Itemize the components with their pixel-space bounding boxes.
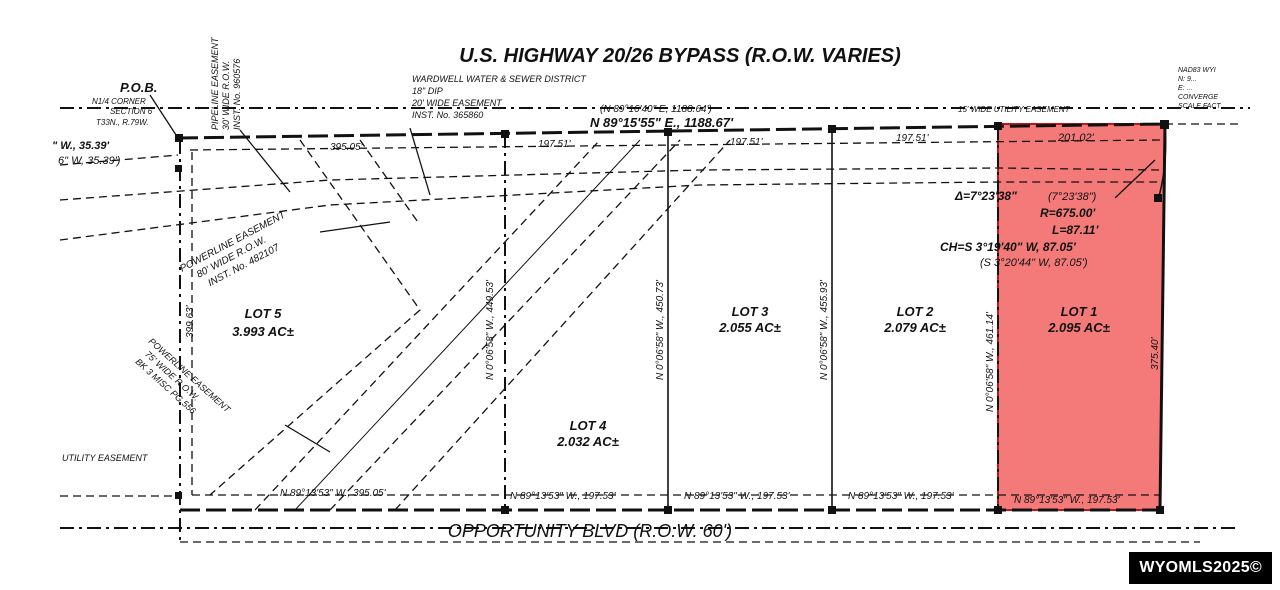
top-bearing: N 89°15'55" E., 1188.67'	[590, 115, 734, 130]
water-line3: 20' WIDE EASEMENT	[411, 98, 503, 108]
powerline-easement-2a	[254, 139, 601, 511]
curve-arc	[1157, 123, 1167, 201]
pob-leader	[149, 94, 179, 139]
dim-vertical-1: N 0°06'58" W., 449.53'	[485, 279, 496, 380]
pob-line3: T33N., R.79W.	[96, 118, 149, 127]
water-line4: INST. No. 365860	[412, 110, 483, 120]
water-line2: 18" DIP	[412, 86, 443, 96]
water-line1: WARDWELL WATER & SEWER DISTRICT	[412, 74, 587, 84]
pipeline-easement-label: PIPELINE EASEMENT 30' WIDE R.O.W. INST. …	[210, 36, 242, 130]
pob-label: P.O.B.	[120, 80, 157, 95]
dim-bottom-lot3: N 89°13'53" W., 197.53'	[684, 491, 791, 502]
east-boundary	[1158, 123, 1167, 511]
curve-radius: R=675.00'	[1040, 206, 1096, 220]
dim-vertical-3: N 0°06'58" W., 455.93'	[819, 279, 830, 380]
dim-bottom-lot1: N 89°13'53" W., 197.53'	[1014, 495, 1121, 506]
lot2-area: 2.079 AC±	[883, 320, 946, 335]
dim-west: 399.63'	[185, 304, 196, 338]
lot3-area: 2.055 AC±	[718, 320, 781, 335]
dim-bottom-lot4: N 89°13'53" W., 197.53'	[510, 491, 617, 502]
powerline2-leader	[284, 424, 331, 453]
powerline-centerline	[294, 139, 641, 511]
powerline1-leader	[319, 221, 391, 233]
corner-markers	[175, 120, 1169, 514]
dim-bottom-lot5: N 89°13'53" W., 395.05'	[280, 488, 387, 499]
lot1-name: LOT 1	[1061, 304, 1098, 319]
nad-line1: NAD83 WYI	[1178, 67, 1216, 74]
pipeline-line-1	[59, 167, 1161, 201]
utility-easement-line	[189, 139, 1161, 151]
pipeline-line-2	[59, 181, 1160, 241]
pob-line2: SECTION 6	[110, 107, 153, 116]
pipeline-leader	[239, 129, 291, 193]
dim-top-lot2: 197.51'	[896, 133, 930, 144]
utility-easement-top: 15' WIDE UTILITY EASEMENT	[958, 105, 1071, 114]
left-ext-1	[59, 154, 179, 166]
lot3-name: LOT 3	[732, 304, 770, 319]
powerline-easement-1b	[359, 139, 421, 226]
dim-top-lot3: 197.51'	[730, 137, 764, 148]
left-bearing-2: 6" W, 35.39')	[58, 155, 121, 167]
powerline-easement-1	[209, 139, 421, 496]
dim-east: 375.40'	[1150, 336, 1161, 370]
utility-easement-left: UTILITY EASEMENT	[62, 453, 149, 463]
powerline-easement-2c	[394, 139, 731, 511]
lot2-name: LOT 2	[897, 304, 935, 319]
curve-length: L=87.11'	[1052, 223, 1099, 237]
highway-title: U.S. HIGHWAY 20/26 BYPASS (R.O.W. VARIES…	[459, 45, 901, 67]
dim-top-lot4: 197.51'	[538, 139, 572, 150]
top-bearing-record: (N 89°16'40" E, 1188.64')	[600, 104, 712, 115]
lot4-name: LOT 4	[570, 418, 608, 433]
lot4-area: 2.032 AC±	[556, 434, 619, 449]
curve-delta: Δ=7°23'38"	[954, 189, 1017, 203]
svg-text:30' WIDE R.O.W.: 30' WIDE R.O.W.	[221, 61, 231, 130]
curve-chord-rec: (S 3°20'44" W, 87.05')	[980, 257, 1088, 269]
svg-text:PIPELINE EASEMENT: PIPELINE EASEMENT	[210, 36, 220, 130]
powerline-easement-2b	[329, 139, 681, 511]
nad-line3: E: ...	[1178, 85, 1192, 92]
dim-top-lot5: 395.05'	[330, 142, 364, 153]
dim-top-lot1: 201.02'	[1057, 132, 1095, 144]
pob-line1: N1/4 CORNER	[92, 97, 146, 106]
lot5-area: 3.993 AC±	[232, 324, 294, 339]
water-leader	[409, 127, 431, 196]
left-bearing-1: " W., 35.39'	[52, 140, 110, 152]
curve-chord: CH=S 3°19'40" W, 87.05'	[940, 240, 1077, 254]
lot5-name: LOT 5	[245, 306, 283, 321]
dim-vertical-2: N 0°06'58" W., 450.73'	[655, 279, 666, 380]
powerline2-label: POWERLINE EASEMENT 75' WIDE R.O.W. BK 3 …	[134, 336, 234, 416]
lot1-area: 2.095 AC±	[1047, 320, 1110, 335]
curve-leader	[1114, 159, 1156, 199]
nad-line4: CONVERGE	[1178, 94, 1218, 101]
watermark-badge: WYOMLS2025©	[1129, 552, 1272, 584]
curve-delta-rec: (7°23'38")	[1048, 191, 1097, 203]
dim-vertical-4: N 0°06'58" W., 461.14'	[985, 311, 996, 412]
svg-text:INST. No. 960576: INST. No. 960576	[232, 59, 242, 130]
dim-bottom-lot2: N 89°13'53" W., 197.53'	[848, 491, 955, 502]
bottom-road-label: OPPORTUNITY BLVD (R.O.W. 60')	[448, 521, 732, 541]
nad-line2: N: 9...	[1178, 76, 1197, 83]
nad-line5: SCALE FACT	[1178, 103, 1221, 110]
